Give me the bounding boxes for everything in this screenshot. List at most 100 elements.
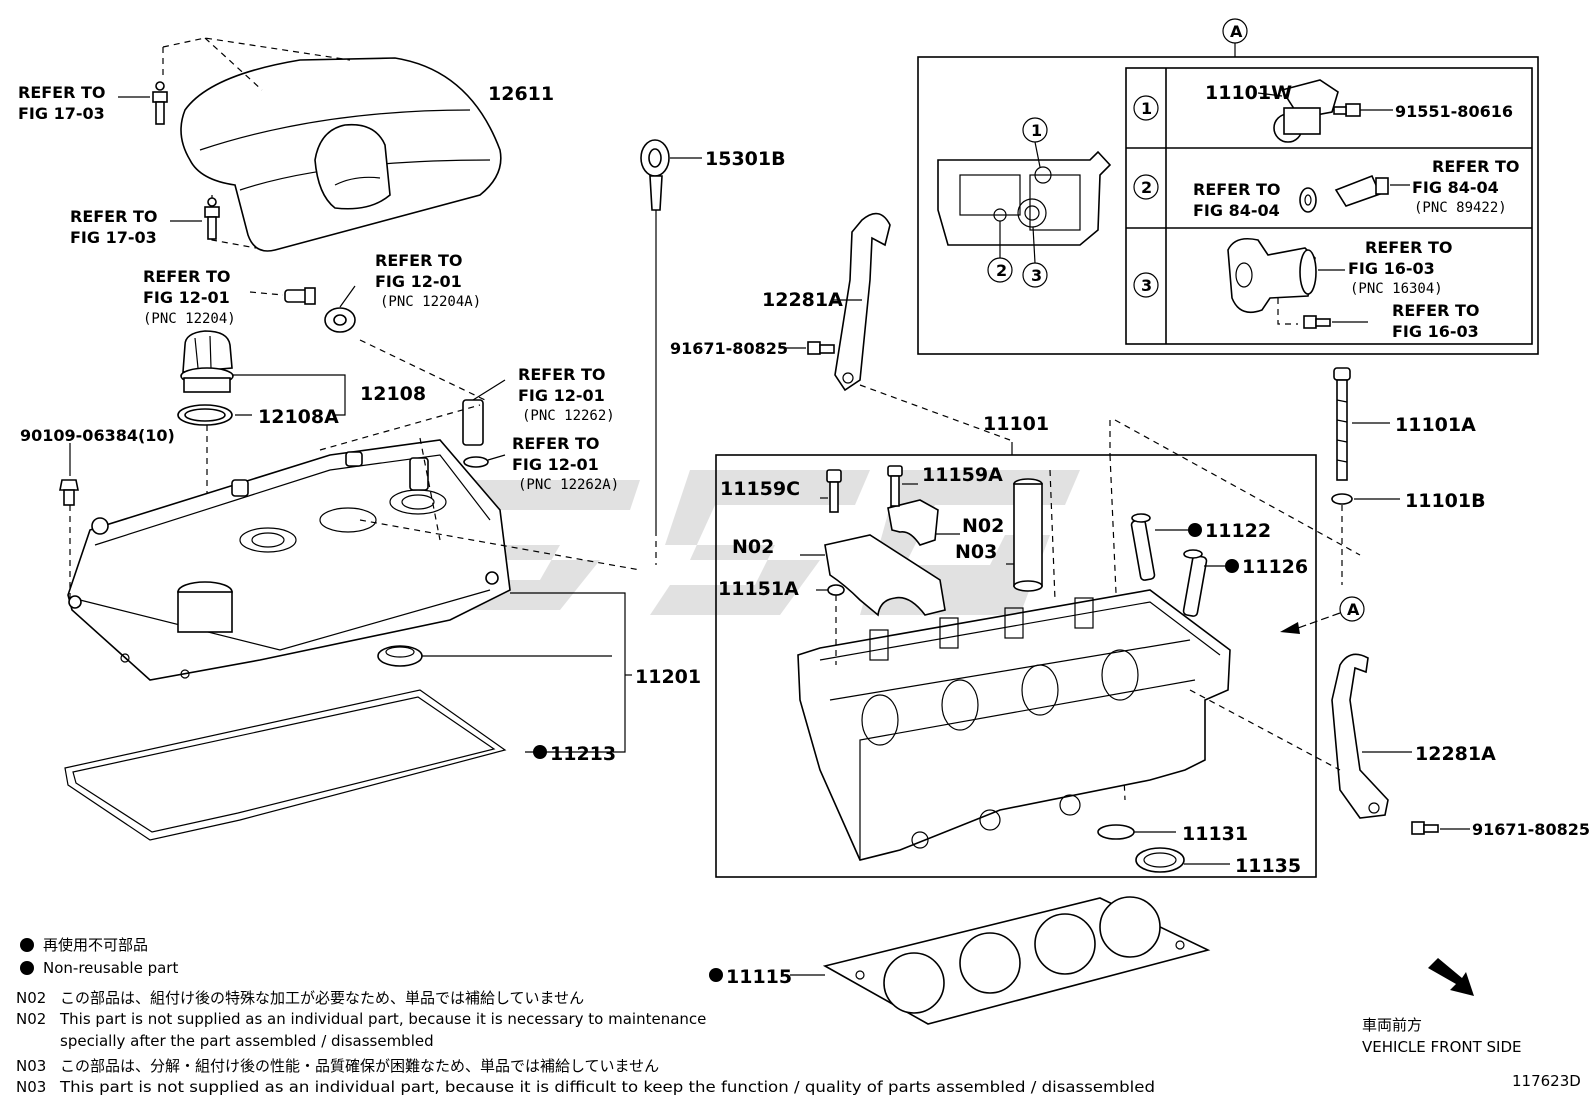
direction-ja: 車両前方 [1362,1016,1422,1034]
ref-12204-1: REFER TO [143,267,231,286]
plug-tube-sleeve [1013,478,1043,592]
note-n03-en-code: N03 [16,1078,46,1096]
label-15301B: 15301B [705,148,786,170]
ref-12204-2: FIG 12-01 [143,288,230,307]
ref-12262-1: REFER TO [518,365,606,384]
head-bolt-washer [1331,493,1353,505]
note-n02-en-1: This part is not supplied as an individu… [59,1010,706,1028]
side-callout-2: 2 [996,261,1007,280]
ref-17-03-top-2: FIG 17-03 [18,104,105,123]
legend-nonreusable-en: Non-reusable part [43,959,178,977]
label-11101B: 11101B [1405,490,1486,512]
ref-17-03-bottom-2: FIG 17-03 [70,228,157,247]
note-n03-en: This part is not supplied as an individu… [59,1078,1155,1096]
label-11213: 11213 [550,743,616,765]
outlet-bolt-icon [1303,315,1331,329]
label-11151A: 11151A [718,578,799,600]
ref-16-03-top-1: REFER TO [1365,238,1453,257]
vehicle-front-arrow-icon [1428,958,1474,996]
label-N02-left: N02 [732,536,774,558]
ref-16-03-bottom-2: FIG 16-03 [1392,322,1479,341]
spark-plug-seal-icon [377,645,423,667]
water-outlet-icon [1227,237,1317,314]
cylinder-head [797,589,1231,861]
label-11101: 11101 [983,413,1049,435]
engine-cover [180,57,502,252]
ref-84-04-left-2: FIG 84-04 [1193,201,1280,220]
detail-row-2-num: 2 [1141,178,1152,197]
engine-hanger-top [834,212,891,392]
ref-12262-2: FIG 12-01 [518,386,605,405]
legend-dot-en [20,961,34,975]
cap-bolt-c-icon [826,469,842,513]
cover-stud-bottom-icon [204,197,220,240]
ref-12262A-1: REFER TO [512,434,600,453]
direction-en: VEHICLE FRONT SIDE [1362,1038,1522,1056]
label-N03: N03 [955,541,997,563]
head-plug-small [1097,824,1135,840]
label-12108: 12108 [360,383,426,405]
detail-row-1-num: 1 [1141,99,1152,118]
ref-12262A-pnc: (PNC 12262A) [518,477,619,493]
temp-sensor-gasket-icon [1299,187,1317,213]
side-callout-1: 1 [1031,121,1042,140]
camshaft-bearing-cap [824,534,946,617]
label-11159A: 11159A [922,464,1003,486]
ref-16304-pnc: (PNC 16304) [1350,281,1443,297]
ref-12204A-2: FIG 12-01 [375,272,462,291]
ref-12204A-pnc: (PNC 12204A) [380,294,481,310]
label-12611: 12611 [488,83,554,105]
label-11131: 11131 [1182,823,1248,845]
head-bolt [1333,367,1351,481]
ref-89422-pnc: (PNC 89422) [1414,200,1507,216]
view-a-arrow-icon [1280,596,1365,634]
label-11115: 11115 [726,966,792,988]
note-n03-ja: この部品は、分解・組付け後の性能・品質確保が困難なため、単品では補給していません [60,1057,659,1075]
oil-filler-cap [180,330,234,393]
pcv-grommet-icon [324,307,356,333]
ref-12204A-1: REFER TO [375,251,463,270]
cap-bolt-a-icon [887,465,903,507]
temp-sensor-icon [1334,174,1389,207]
ref-84-04-left-1: REFER TO [1193,180,1281,199]
side-callout-3: 3 [1031,266,1042,285]
head-gasket [822,896,1211,1025]
ref-84-04-right-1: REFER TO [1432,157,1520,176]
label-91671-right: 91671-80825 [1472,820,1590,839]
sensor-bolt-icon [1333,103,1361,117]
hose-fitting-icon [462,379,506,446]
cap-washer-icon [827,584,845,596]
camshaft-bearing-cap-upper [887,499,939,546]
figure-id: 117623D [1512,1072,1581,1090]
label-11135: 11135 [1235,855,1301,877]
label-11101W: 11101W [1205,82,1292,104]
label-11201: 11201 [635,666,701,688]
hanger-bolt-top-icon [807,341,835,355]
cam-position-sensor-icon [1273,79,1339,143]
label-90109: 90109-06384(10) [20,426,175,445]
head-plug-large [1135,847,1185,873]
valve-guide-intake [1130,513,1156,581]
cover-bolt-icon [59,479,79,506]
ref-12262A-2: FIG 12-01 [512,455,599,474]
valve-guide-exhaust [1182,549,1208,617]
note-n03-ja-code: N03 [16,1057,46,1075]
detail-row-3-num: 3 [1141,276,1152,295]
detail-box-a [917,18,1539,355]
ref-12204-pnc: (PNC 12204) [143,311,236,327]
label-11122: 11122 [1205,520,1271,542]
label-91671-top: 91671-80825 [670,339,788,358]
label-N02-right: N02 [962,515,1004,537]
label-12281A-right: 12281A [1415,743,1496,765]
ref-17-03-top-1: REFER TO [18,83,106,102]
label-11159C: 11159C [720,478,800,500]
cover-stud-top-icon [152,81,168,125]
engine-hanger-right [1331,653,1389,819]
head-cover-gasket [64,689,507,841]
legend-dot-ja [20,938,34,952]
label-12281A-top: 12281A [762,289,843,311]
note-n02-ja: この部品は、組付け後の特殊な加工が必要なため、単品では補給していません [60,989,584,1007]
head-side-view [937,150,1112,246]
ref-16-03-top-2: FIG 16-03 [1348,259,1435,278]
